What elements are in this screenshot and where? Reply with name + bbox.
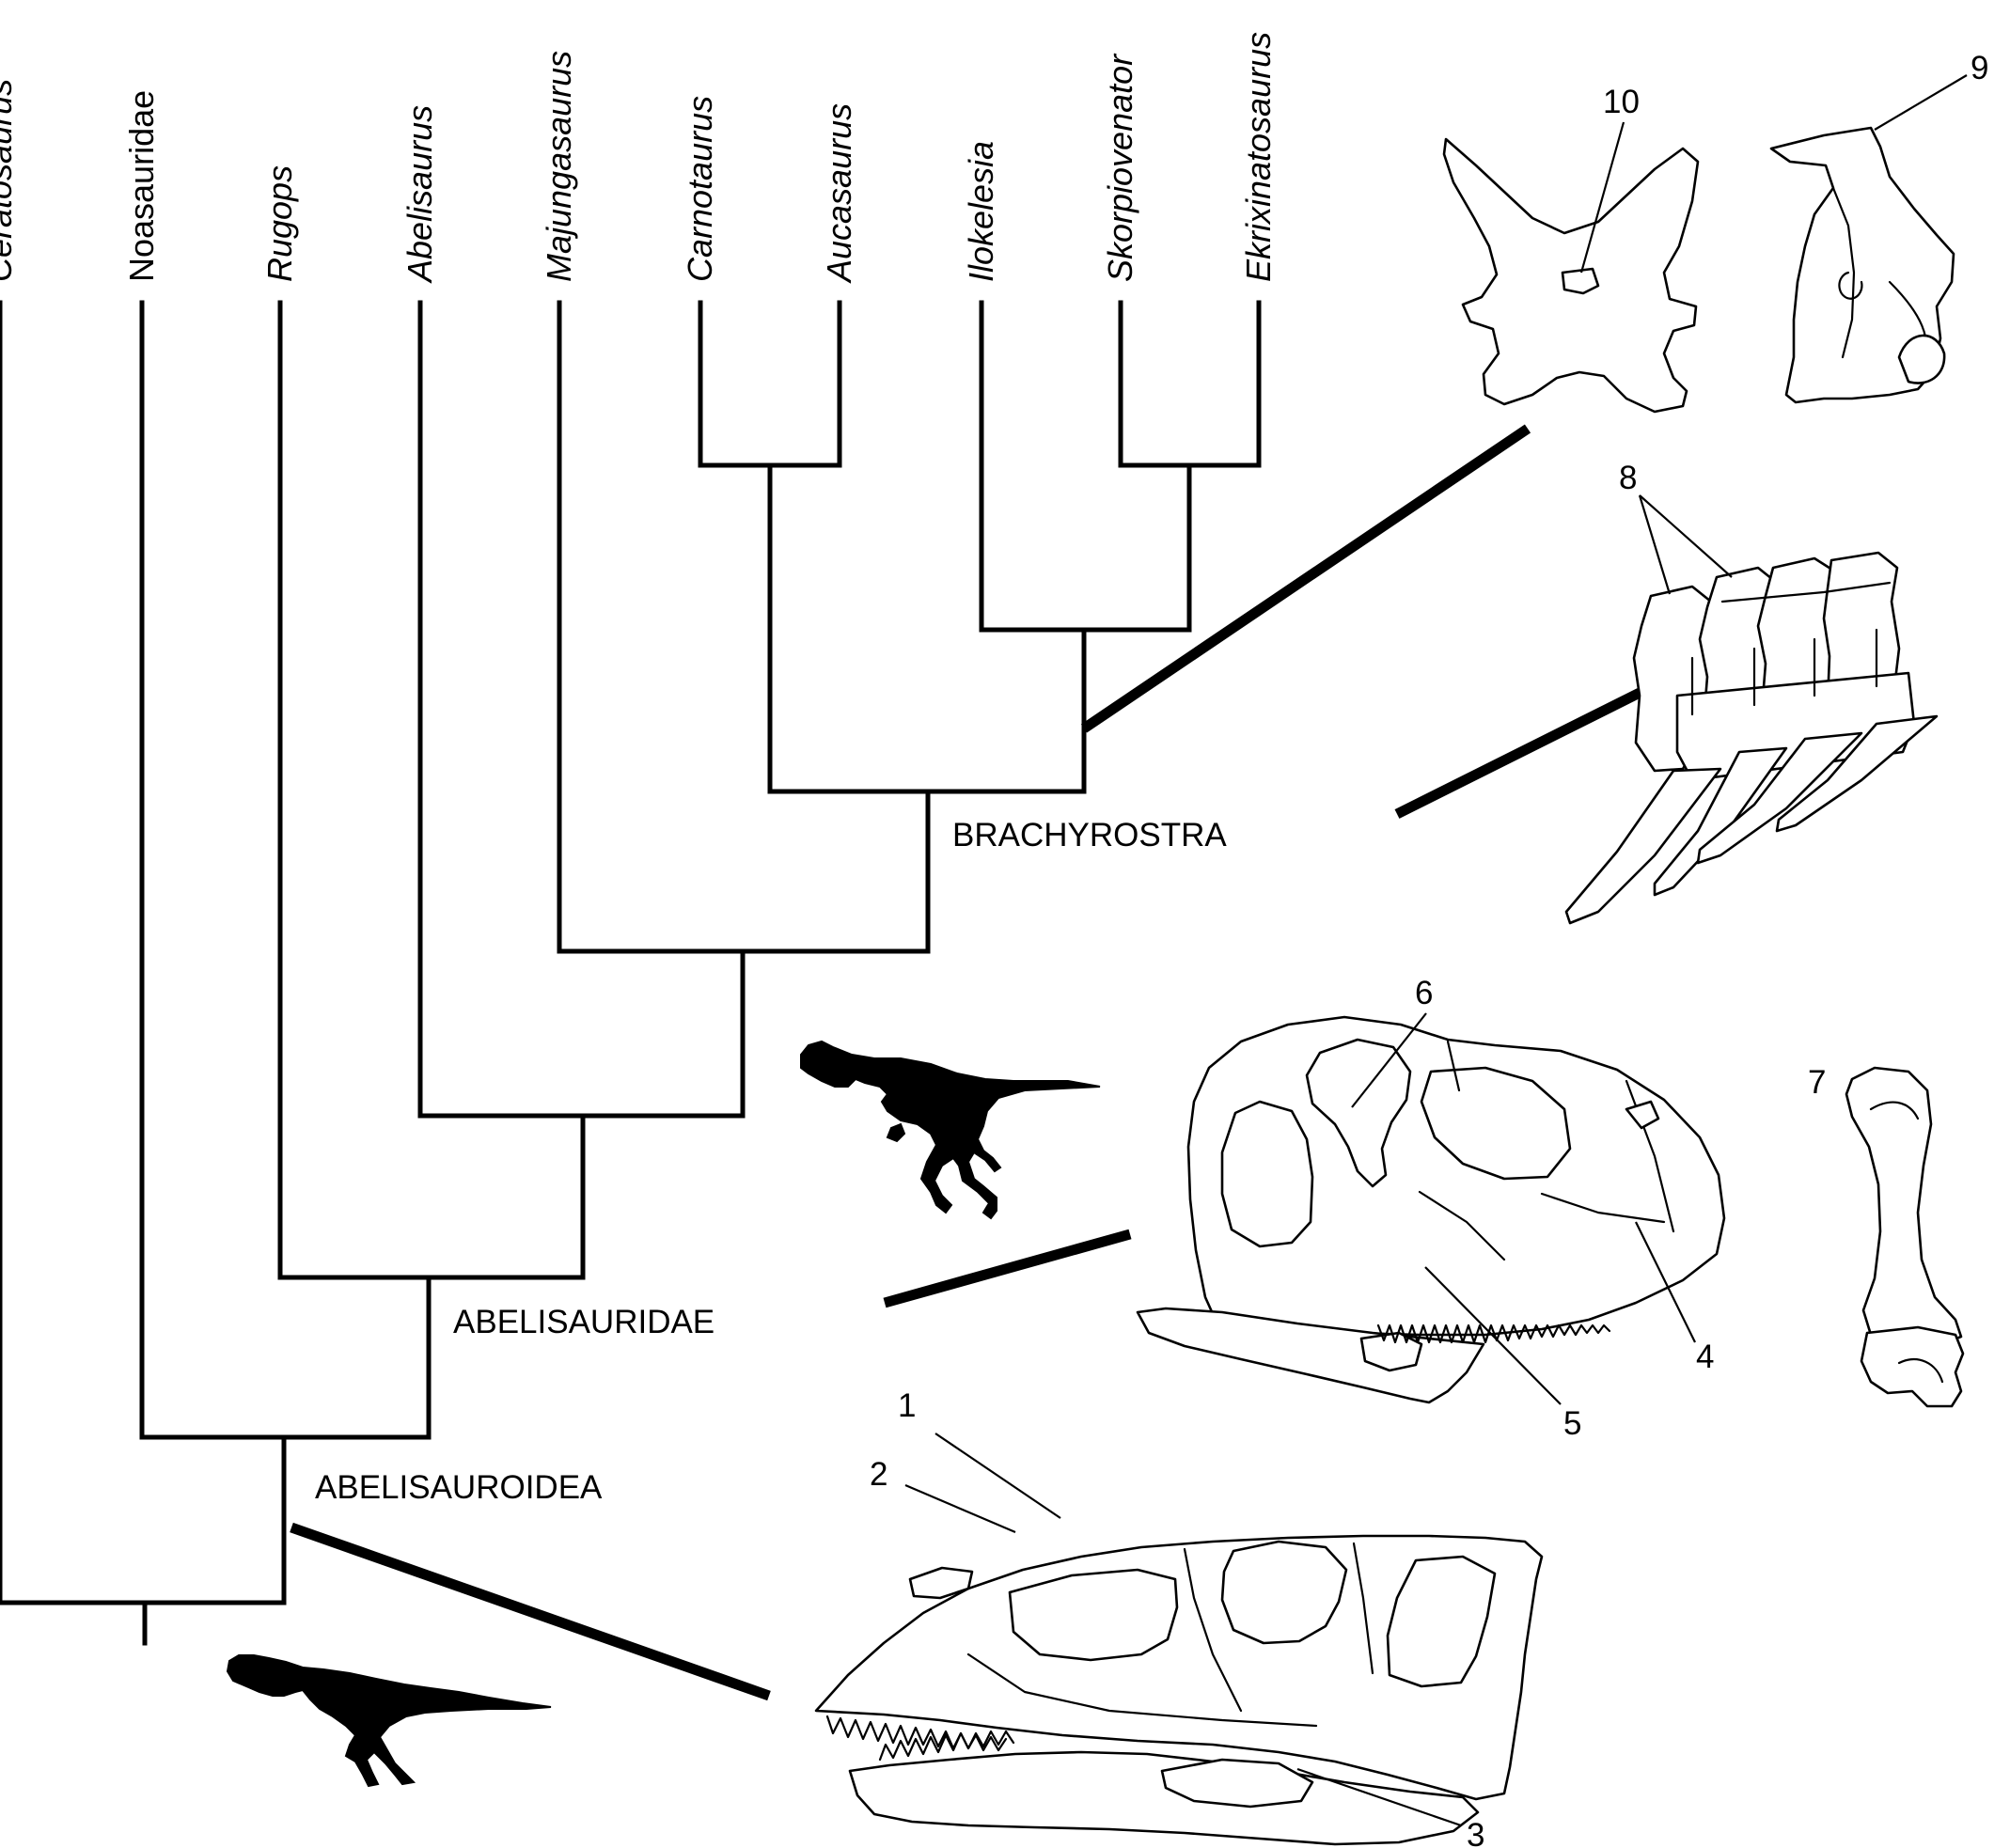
phalanx-ungual — [1860, 1325, 1965, 1408]
leader-3 — [1296, 1767, 1462, 1827]
callout-4: 4 — [1696, 1339, 1714, 1375]
skull-lower-lower-teeth — [878, 1730, 1015, 1762]
skull-upper-mandible — [1136, 1307, 1485, 1404]
pointer-lines — [290, 424, 1642, 1701]
skull-lower-orbit — [1220, 1540, 1348, 1645]
pointer-vertebrae — [1394, 688, 1642, 819]
clade-label-brachyrostra: BRACHYROSTRA — [952, 817, 1227, 854]
taxon-label-ceratosaurus: Ceratosaurus — [0, 79, 19, 282]
taxon-label-rugops: Rugops — [260, 165, 299, 282]
taxon-label-skorpiovenator: Skorpiovenator — [1101, 53, 1139, 282]
callout-2: 2 — [870, 1456, 887, 1493]
taxon-label-aucasaurus: Aucasaurus — [820, 103, 858, 284]
phalanx-details — [1869, 1101, 1944, 1384]
callout-8: 8 — [1619, 460, 1637, 496]
callout-10: 10 — [1603, 84, 1640, 120]
taxon-labels: Ceratosaurus Noasauridae Rugops Abelisau… — [0, 32, 1278, 284]
callout-9: 9 — [1971, 50, 1988, 86]
clade-label-abelisauroidea: ABELISAUROIDEA — [315, 1469, 603, 1506]
phalanx-shaft — [1845, 1066, 1963, 1348]
vertebrae-details — [1690, 581, 1892, 716]
pointer-abelisauroidea-skull — [290, 1522, 771, 1701]
cladogram-tree — [0, 300, 1262, 1646]
skull-upper-sutures — [1418, 1040, 1675, 1261]
abelisaurid-silhouette — [800, 1040, 1101, 1220]
vertebra-lateral-view — [1769, 126, 1955, 404]
leader-8b — [1639, 494, 1733, 578]
brachyrostran-skull — [1136, 1015, 1726, 1404]
cervical-rib-2 — [1653, 746, 1788, 897]
skull-upper-antorbital — [1220, 1100, 1314, 1248]
cervical-rib-4 — [1775, 714, 1939, 833]
callout-3: 3 — [1467, 1817, 1484, 1848]
vertebra-condyle — [1897, 334, 1946, 384]
taxon-label-carnotaurus: Carnotaurus — [681, 96, 719, 282]
taxon-label-ilokelesia: Ilokelesia — [962, 141, 1000, 282]
manual-phalanx — [1845, 1066, 1965, 1408]
pointer-brachy-node — [1080, 424, 1531, 733]
single-vertebra-views — [1442, 126, 1955, 414]
callout-7: 7 — [1808, 1064, 1826, 1101]
callout-5: 5 — [1563, 1405, 1581, 1442]
callout-numbers: 1 2 3 4 5 6 7 8 9 10 — [870, 50, 1988, 1848]
leader-2 — [904, 1483, 1016, 1534]
cervical-rib-1 — [1564, 767, 1722, 925]
taxon-label-majungasaurus: Majungasaurus — [540, 51, 578, 282]
skull-lower-antorbital-fenestra — [1008, 1568, 1179, 1662]
skull-lower-cranium — [814, 1534, 1544, 1801]
abelisauroid-skull — [814, 1534, 1544, 1846]
pointer-abelisauridae-skull — [883, 1229, 1132, 1308]
skull-upper-teeth — [1376, 1323, 1611, 1344]
leader-10 — [1579, 121, 1625, 274]
cervical-rib-3 — [1696, 731, 1863, 865]
taxon-label-ekrixinatosaurus: Ekrixinatosaurus — [1239, 32, 1278, 282]
callout-6: 6 — [1415, 975, 1433, 1011]
skull-lower-mandible — [848, 1750, 1480, 1846]
skull-upper-orbit — [1305, 1038, 1412, 1188]
cervical-vertebrae-with-ribs — [1564, 551, 1939, 925]
callout-leaders — [904, 74, 1968, 1827]
leader-5 — [1424, 1266, 1562, 1405]
skull-lower-mandibular-fenestra — [1160, 1758, 1314, 1809]
leader-8a — [1638, 494, 1672, 595]
leader-1 — [934, 1433, 1061, 1519]
callout-1: 1 — [898, 1387, 916, 1424]
skull-upper-infratemporal — [1420, 1066, 1572, 1181]
leader-6 — [1351, 1012, 1427, 1108]
basal-abelisauroid-silhouette — [226, 1654, 552, 1788]
skull-lower-infratemporal — [1386, 1555, 1497, 1688]
skull-lower-sutures — [966, 1542, 1374, 1728]
skull-lower-naris — [908, 1566, 974, 1600]
leader-4 — [1635, 1221, 1696, 1343]
vertebra-neural-canal — [1561, 267, 1600, 295]
taxon-label-noasauridae: Noasauridae — [122, 90, 161, 282]
leader-9 — [1874, 74, 1968, 131]
skull-upper-horn — [1625, 1100, 1660, 1130]
clade-label-abelisauridae: ABELISAURIDAE — [453, 1304, 714, 1340]
clade-labels: BRACHYROSTRA ABELISAURIDAE ABELISAUROIDE… — [315, 817, 1227, 1506]
taxon-label-abelisaurus: Abelisaurus — [400, 105, 439, 284]
